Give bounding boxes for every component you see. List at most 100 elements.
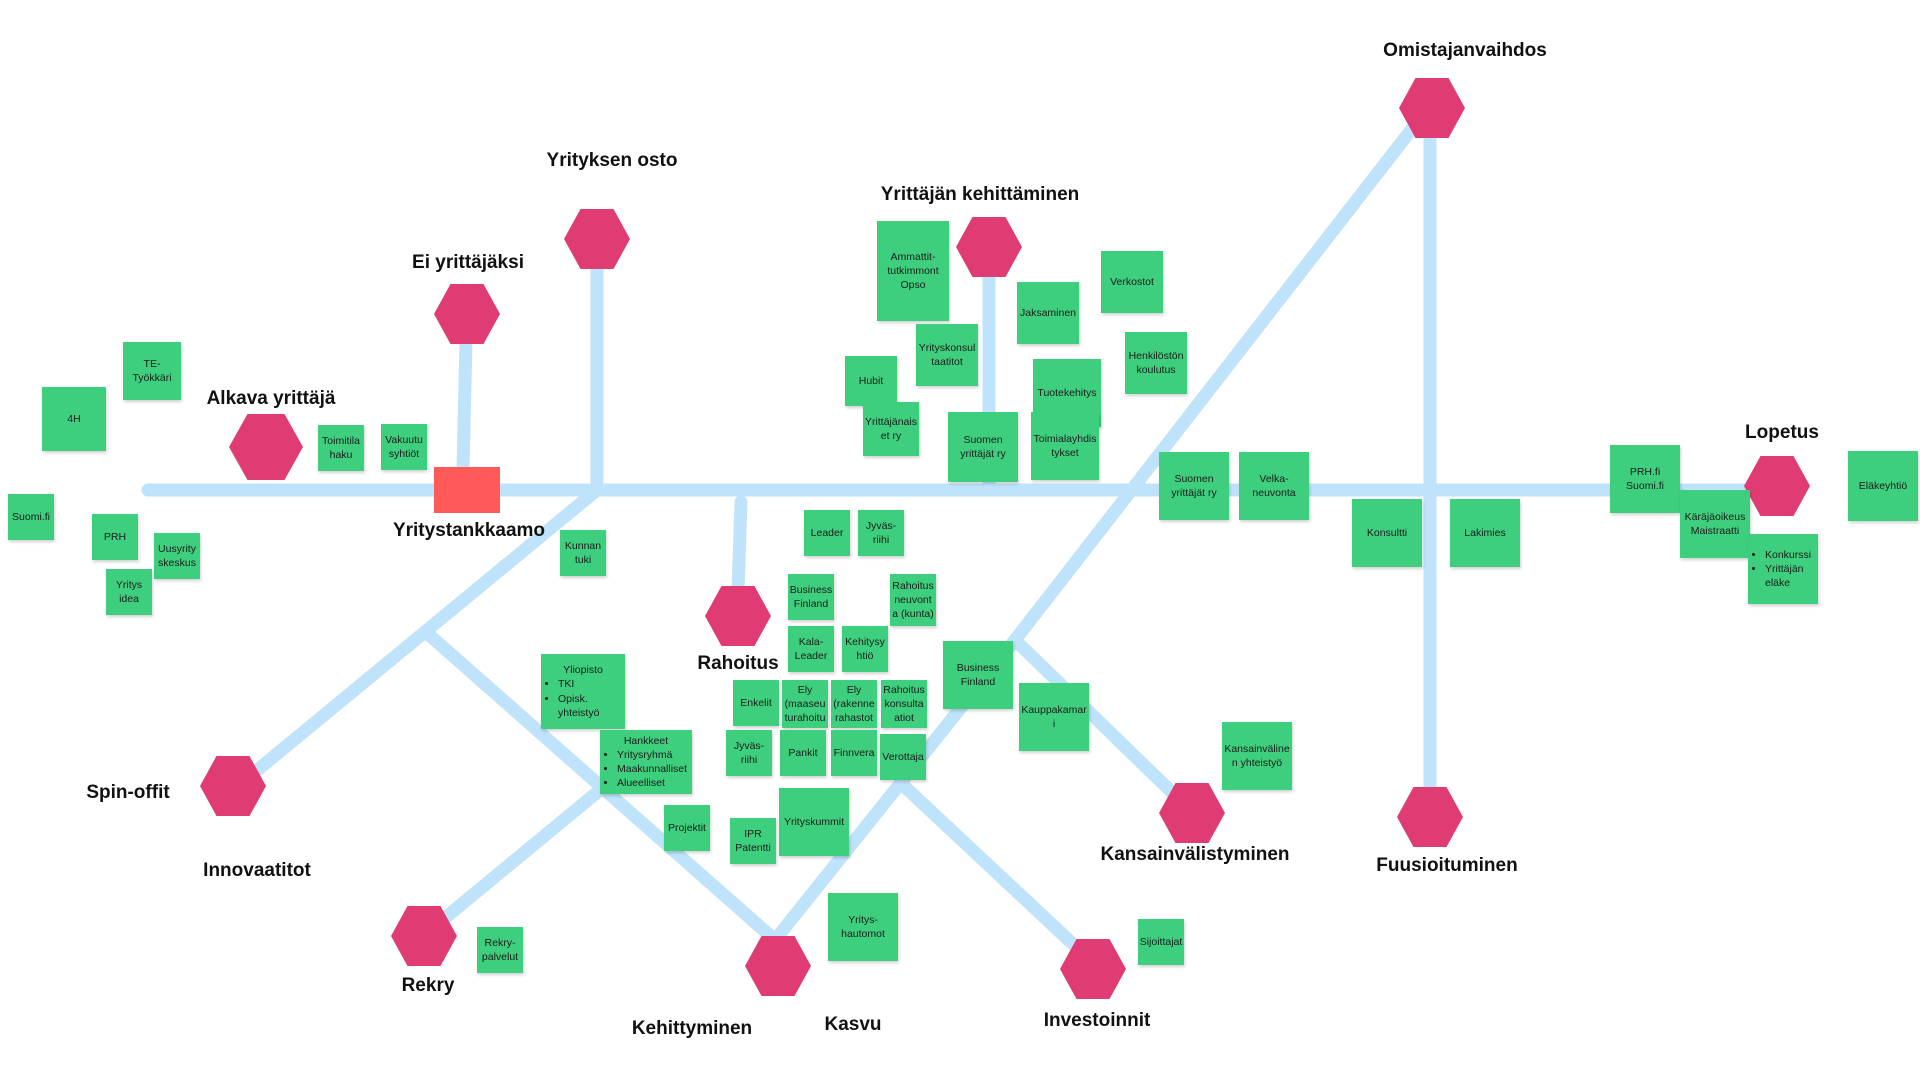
list-item: Alueelliset <box>617 776 689 790</box>
note-suomen-yrittajat-b: Suomen yrittäjät ry <box>1159 452 1229 520</box>
yritystankkaamo-label: Yritystankkaamo <box>392 520 546 541</box>
note-uusyrityskeskus: Uusyrity skeskus <box>154 533 200 579</box>
note-konsultti: Konsultti <box>1352 499 1422 567</box>
lopetus-label: Lopetus <box>1745 422 1819 443</box>
ei-yrittajaksi-label: Ei yrittäjäksi <box>412 252 524 273</box>
rekry-label: Rekry <box>401 975 455 996</box>
kasvu-label: Kasvu <box>824 1014 882 1035</box>
list-item: Maakunnalliset <box>617 762 689 776</box>
note-suomi-fi: Suomi.fi <box>8 494 54 540</box>
note-velkaneuvonta: Velka- neuvonta <box>1239 452 1309 520</box>
yrityksen-osto-station <box>564 209 630 269</box>
investoinnit-line <box>898 780 1097 967</box>
note-te-tyokkari: TE- Työkkäri <box>123 342 181 400</box>
note-finnvera: Finnvera <box>831 730 877 776</box>
spin-offit-label: Spin-offit <box>86 782 170 803</box>
rekry-branch <box>433 783 607 929</box>
note-jaksaminen: Jaksaminen <box>1017 282 1079 344</box>
list-item: Konkurssi <box>1765 548 1815 562</box>
konkurssi-list: Konkurssi Yrittäjän eläke <box>1751 548 1815 591</box>
list-item: TKI <box>558 677 622 691</box>
note-yliopisto: Yliopisto TKI Opisk. yhteistyö <box>541 654 625 729</box>
note-ely-rakenne: Ely (rakenne rahastot <box>831 680 877 728</box>
note-verkostot: Verkostot <box>1101 251 1163 313</box>
investoinnit-label: Investoinnit <box>1043 1010 1151 1031</box>
note-toimialayhdistykset: Toimialayhdis tykset <box>1031 412 1099 480</box>
note-rahoitusneuvonta: Rahoitus neuvont a (kunta) <box>890 574 936 626</box>
innovaatitot-label: Innovaatitot <box>203 860 311 881</box>
note-business-finland-a: Business Finland <box>788 574 834 620</box>
note-jyvasriihi-a: Jyväs- riihi <box>858 510 904 556</box>
note-toimitila-haku: Toimitila haku <box>318 425 364 471</box>
lopetus-station <box>1744 456 1810 516</box>
note-prh: PRH <box>92 514 138 560</box>
note-verottaja: Verottaja <box>880 734 926 780</box>
list-item: Opisk. yhteistyö <box>558 692 622 720</box>
yrittajan-kehittaminen-label: Yrittäjän kehittäminen <box>880 184 1080 205</box>
note-sijoittajat: Sijoittajat <box>1138 919 1184 965</box>
kehittyminen-station <box>745 936 811 996</box>
fuusioituminen-station <box>1397 787 1463 847</box>
note-ipr-patentti: IPR Patentti <box>730 818 776 864</box>
note-kehitysyhtio: Kehitysy htiö <box>842 626 888 672</box>
note-kunnan-tuki: Kunnan tuki <box>560 530 606 576</box>
omistajanvaihdos-diagonal <box>1008 118 1422 647</box>
note-yritysidea: Yritys idea <box>106 569 152 615</box>
yrittajan-kehittaminen-station <box>956 217 1022 277</box>
note-hankkeet: Hankkeet Yritysryhmä Maakunnalliset Alue… <box>600 730 692 794</box>
note-suomen-yrittajat-a: Suomen yrittäjät ry <box>948 412 1018 482</box>
fuusioituminen-label: Fuusioituminen <box>1376 855 1518 876</box>
note-ammattitutkinnot: Ammattit- tutkimmont Opso <box>877 221 949 321</box>
omistajanvaihdos-station <box>1399 78 1465 138</box>
note-lakimies: Lakimies <box>1450 499 1520 567</box>
note-ely-maaseutu: Ely (maaseu turahoitu <box>782 680 828 728</box>
note-yrittajanaiset: Yrittäjänais et ry <box>863 402 919 456</box>
note-vakuutusyhtiot: Vakuutu syhtiöt <box>381 424 427 470</box>
note-konkurssi: Konkurssi Yrittäjän eläke <box>1748 534 1818 604</box>
yritystankkaamo-hub <box>434 467 500 513</box>
ei-yrittajaksi-station <box>434 284 500 344</box>
kansainvalistyminen-station <box>1159 783 1225 843</box>
list-item: Yritysryhmä <box>617 748 689 762</box>
note-pankit: Pankit <box>780 730 826 776</box>
note-hubit: Hubit <box>845 356 897 406</box>
omistajanvaihdos-label: Omistajanvaihdos <box>1383 40 1547 61</box>
hankkeet-title: Hankkeet <box>623 734 669 747</box>
rekry-station <box>391 906 457 966</box>
yliopisto-title: Yliopisto <box>563 664 603 677</box>
investoinnit-station <box>1060 939 1126 999</box>
note-rahoituskonsultaatiot: Rahoitus konsulta atiot <box>881 680 927 728</box>
hankkeet-list: Yritysryhmä Maakunnalliset Alueelliset <box>603 748 689 791</box>
note-rekrypalvelut: Rekry- palvelut <box>477 927 523 973</box>
yliopisto-list: TKI Opisk. yhteistyö <box>544 677 622 720</box>
note-enkelit: Enkelit <box>733 680 779 726</box>
note-business-finland-b: Business Finland <box>943 641 1013 709</box>
alkava-yrittaja-label: Alkava yrittäjä <box>206 388 336 409</box>
note-kala-leader: Kala- Leader <box>788 626 834 672</box>
note-elakeyhtio: Eläkeyhtiö <box>1848 451 1918 521</box>
note-kansainvalinen-yhteistyo: Kansainväline n yhteistyö <box>1222 722 1292 790</box>
rahoitus-label: Rahoitus <box>697 653 779 674</box>
yrityksen-osto-label: Yrityksen osto <box>546 150 678 171</box>
kansainvalistyminen-line <box>1008 633 1192 812</box>
spin-offit-station <box>200 756 266 816</box>
list-item: Yrittäjän eläke <box>1765 562 1815 590</box>
note-karajaoikeus: Käräjäoikeus Maistraatti <box>1680 490 1750 558</box>
note-jyvasriihi-b: Jyväs- riihi <box>726 730 772 776</box>
note-yrityskonsultaatiot: Yrityskonsul taatitot <box>916 324 978 386</box>
note-4h: 4H <box>42 387 106 451</box>
rahoitus-branch <box>731 495 748 597</box>
rahoitus-station <box>705 586 771 646</box>
ei-yrittajaksi-branch <box>456 333 473 477</box>
note-henkiloston-koulutus: Henkilöstön koulutus <box>1125 332 1187 394</box>
note-yrityskummit: Yrityskummit <box>779 788 849 856</box>
note-yrityshautomot: Yritys- hautomot <box>828 893 898 961</box>
note-leader: Leader <box>804 510 850 556</box>
note-projektit: Projektit <box>664 805 710 851</box>
note-kauppakamari: Kauppakamar i <box>1019 683 1089 751</box>
kansainvalistyminen-label: Kansainvälistyminen <box>1100 844 1290 865</box>
note-prh-suomi: PRH.fi Suomi.fi <box>1610 445 1680 513</box>
kehittyminen-label: Kehittyminen <box>631 1018 753 1039</box>
